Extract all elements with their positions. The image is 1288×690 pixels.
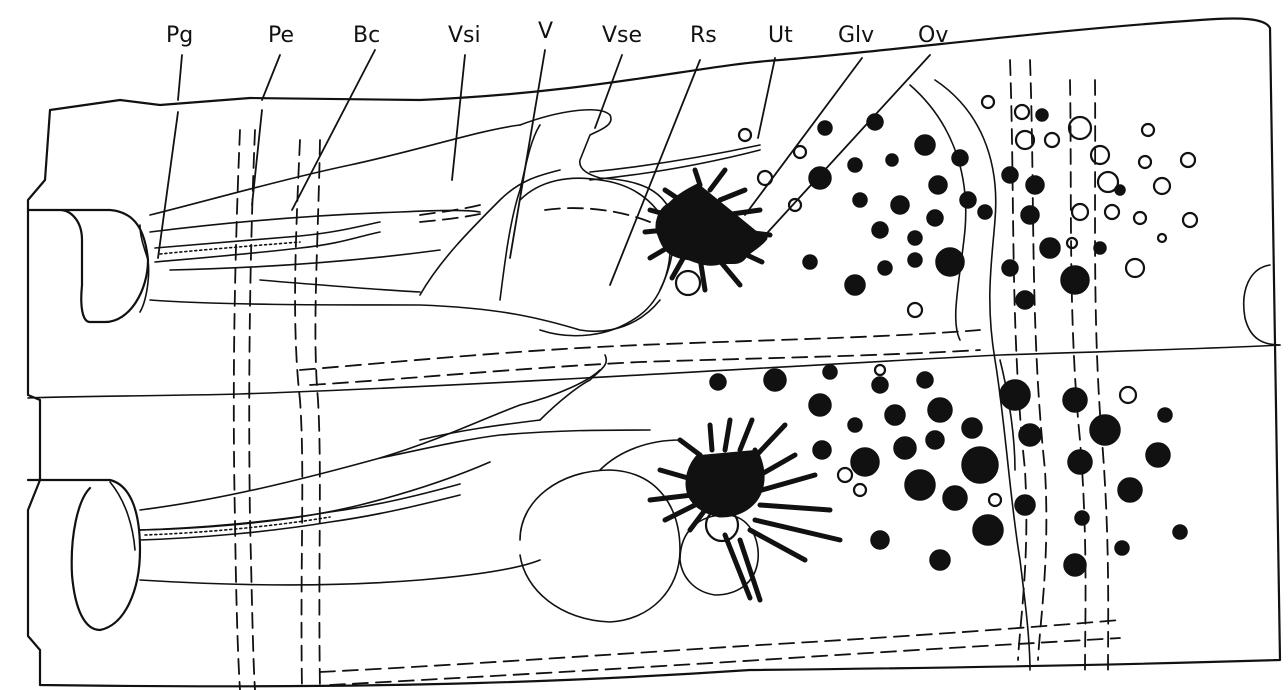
label-pe: Pe — [268, 23, 294, 48]
dashed-tracts — [234, 60, 1120, 690]
vitellaria-upper — [739, 96, 1197, 317]
label-v: V — [538, 19, 553, 44]
body-outline — [28, 19, 1280, 687]
label-ov: Ov — [918, 23, 948, 48]
labels: Pg Pe Bc Vsi V Vse Rs Ut Glv Ov — [166, 19, 948, 48]
label-vsi: Vsi — [448, 23, 481, 48]
label-bc: Bc — [353, 23, 380, 48]
label-ut: Ut — [768, 23, 793, 48]
label-vse: Vse — [602, 23, 642, 48]
vitellaria-lower — [710, 365, 1187, 576]
ovary-upper — [645, 170, 770, 295]
label-pg: Pg — [166, 23, 193, 48]
label-glv: Glv — [838, 23, 874, 48]
genital-apparatus-upper — [28, 110, 760, 336]
label-rs: Rs — [690, 23, 717, 48]
ovary-lower — [650, 420, 840, 600]
leader-lines — [158, 50, 930, 285]
